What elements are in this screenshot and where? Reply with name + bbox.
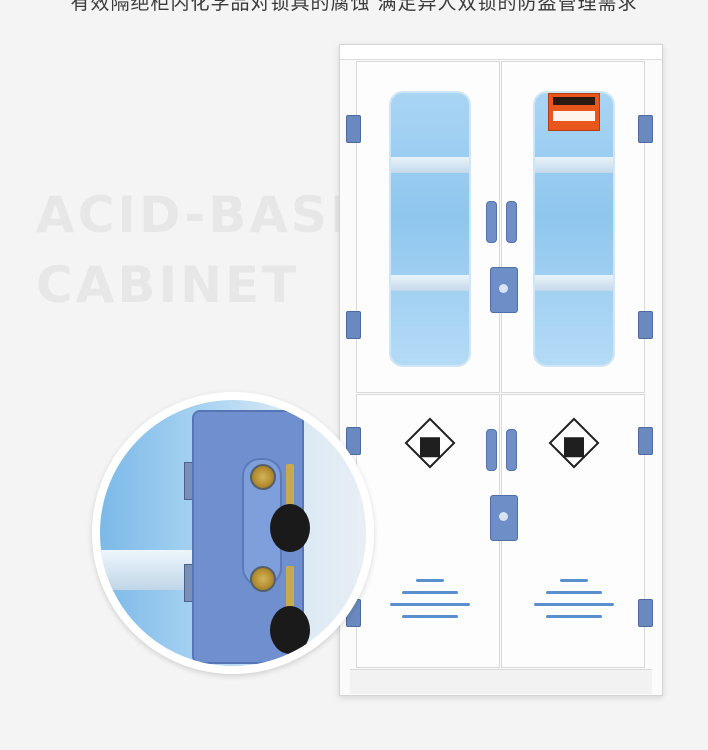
shelf [535,275,613,291]
key-blade [286,566,294,612]
lock-icon [250,566,276,592]
vent-slot [546,591,602,594]
hinge [638,599,653,627]
lock-icon[interactable] [490,267,518,313]
shelf [391,157,469,173]
hinge [638,311,653,339]
caption: 有效隔绝柜内化学品对锁具的腐蚀 满足异人双锁的防盗管理需求 [70,0,638,14]
shelf [100,550,200,590]
hinge [638,115,653,143]
vent-slot [402,591,458,594]
door-handle[interactable] [506,201,517,243]
vent-slot [390,603,470,606]
hinge [346,115,361,143]
cabinet-base [350,669,652,694]
left-glass-window [389,91,471,367]
lock-detail-zoom [92,392,374,674]
watermark-line-1: ACID-BASE [36,186,368,244]
door-handle[interactable] [506,429,517,471]
lock-icon [250,464,276,490]
key-icon [270,504,310,552]
vent-slot [402,615,458,618]
warning-label-icon [548,93,600,131]
key-icon [270,606,310,654]
hinge [346,427,361,455]
cabinet-top [340,45,662,60]
vent-slot [534,603,614,606]
key-blade [286,464,294,510]
right-glass-window [533,91,615,367]
vent-slot [416,579,444,582]
shelf [535,157,613,173]
vent-slot [546,615,602,618]
shelf [391,275,469,291]
hinge [638,427,653,455]
cabinet [339,44,663,696]
watermark-line-2: CABINET [36,256,300,314]
lock-icon[interactable] [490,495,518,541]
door-handle[interactable] [486,201,497,243]
door-handle[interactable] [486,429,497,471]
hinge [346,311,361,339]
vent-slot [560,579,588,582]
